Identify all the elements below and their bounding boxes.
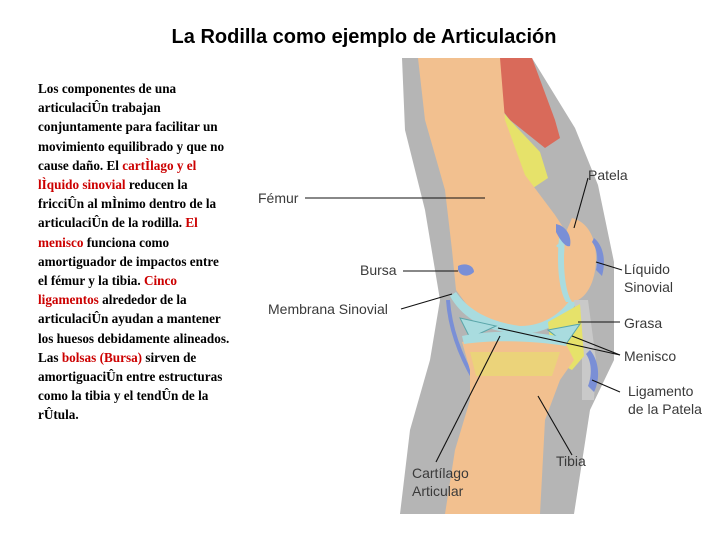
leader-ligamento — [591, 379, 621, 393]
highlight-meniscus: El menisco — [38, 215, 198, 250]
label-ligamento-2: de la Patela — [628, 401, 702, 417]
bursa-prepatellar — [592, 238, 604, 276]
label-membrana: Membrana Sinovial — [268, 301, 388, 317]
label-ligamento-1: Ligamento — [628, 383, 694, 399]
highlight-bursa: bolsas (Bursa) — [61, 349, 143, 365]
leader-tibia — [537, 395, 573, 456]
meniscus-posterior — [459, 317, 498, 339]
label-patela: Patela — [588, 167, 628, 183]
label-cartilago-2: Articular — [412, 483, 464, 499]
leader-menisco-1 — [571, 335, 621, 356]
label-liquido-1: Líquido — [624, 261, 670, 277]
tibia-texture — [470, 352, 560, 376]
femur — [418, 58, 578, 330]
patella-cartilage — [558, 230, 572, 302]
label-liquido-2: Sinovial — [624, 279, 673, 295]
label-bursa: Bursa — [360, 262, 397, 278]
bursa-suprapatellar — [556, 224, 571, 247]
tibia-cartilage — [462, 331, 568, 346]
knee-diagram: Fémur Patela Bursa Líquido Sinovial Memb… — [237, 52, 721, 514]
description-part-5: sirven de amortiguaciÛn entre estructura… — [38, 349, 223, 423]
page-title: La Rodilla como ejemplo de Articulación — [171, 26, 557, 48]
bursa-posterior — [458, 264, 474, 276]
label-cartilago-1: Cartílago — [412, 465, 469, 481]
description-part-2: reducen la fricciÛn al mÌnimo dentro de … — [38, 177, 217, 231]
description-part-3: funciona como amortiguador de impactos e… — [38, 234, 219, 289]
description-part-4: alrededor de la articulaciÛn ayudan a ma… — [38, 292, 230, 365]
label-grasa: Grasa — [624, 315, 662, 331]
leader-liquido — [595, 261, 623, 271]
label-tibia: Tibia — [556, 453, 586, 469]
description-text: Los componentes de una articulaciÛn trab… — [38, 79, 230, 425]
description-part-1: Los componentes de una articulaciÛn trab… — [38, 81, 225, 173]
patella — [564, 218, 596, 302]
leader-menisco-2 — [497, 327, 621, 356]
leader-patela — [573, 177, 589, 229]
highlight-cartilage-fluid: cartÌlago y el lÌquido sinovial — [38, 157, 197, 193]
label-femur: Fémur — [258, 190, 299, 206]
highlight-ligaments: Cinco ligamentos — [38, 273, 177, 308]
leader-membrana — [400, 293, 453, 310]
leader-cartilago — [435, 335, 501, 463]
label-menisco: Menisco — [624, 348, 676, 364]
knee-diagram-svg: Fémur Patela Bursa Líquido Sinovial Memb… — [237, 52, 721, 514]
